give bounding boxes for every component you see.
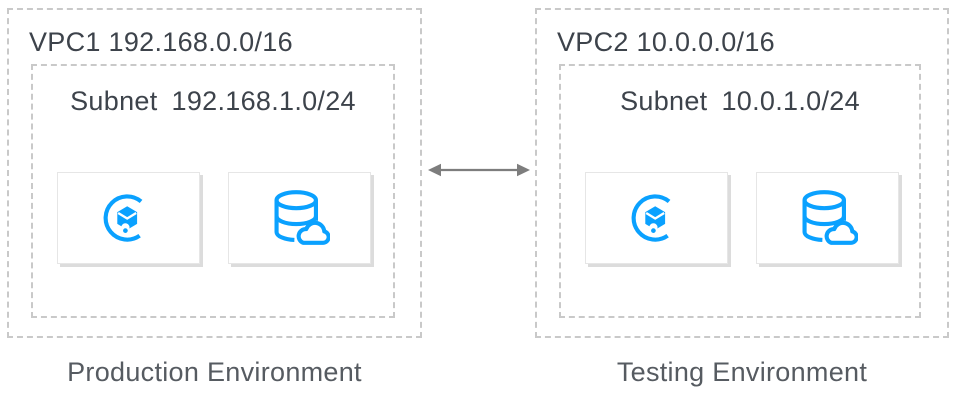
subnet-label-text: Subnet: [70, 86, 158, 116]
vpc2-cvm-node: [585, 172, 728, 264]
production-environment-label: Production Environment: [67, 357, 362, 387]
subnet-label-text: Subnet: [620, 86, 708, 116]
vpc1-cvm-node: [57, 172, 200, 264]
vpc2-container: VPC2 10.0.0.0/16 Subnet 10.0.1.0/24: [535, 8, 949, 338]
subnet-cidr-text: 192.168.1.0/24: [171, 86, 356, 116]
vpc1-subnet-container: Subnet 192.168.1.0/24: [31, 64, 395, 318]
subnet-cidr-text: 10.0.1.0/24: [721, 86, 860, 116]
cvm-icon: [103, 194, 142, 242]
peering-arrow-icon: [428, 163, 530, 177]
vpc1-title: VPC1 192.168.0.0/16: [29, 27, 293, 57]
vpc2-subnet-container: Subnet 10.0.1.0/24: [559, 64, 921, 318]
vpc2-title: VPC2 10.0.0.0/16: [557, 27, 775, 57]
vpc1-database-node: [228, 172, 371, 264]
vpc2-database-node: [756, 172, 899, 264]
vpc2-subnet-label: Subnet 10.0.1.0/24: [561, 86, 919, 117]
cloud-database-icon: [802, 190, 858, 245]
vpc1-container: VPC1 192.168.0.0/16 Subnet 192.168.1.0/24: [7, 8, 422, 338]
cloud-database-icon: [274, 190, 330, 245]
cvm-icon: [631, 194, 670, 242]
vpc1-subnet-label: Subnet 192.168.1.0/24: [33, 86, 393, 117]
testing-environment-label: Testing Environment: [616, 357, 868, 387]
